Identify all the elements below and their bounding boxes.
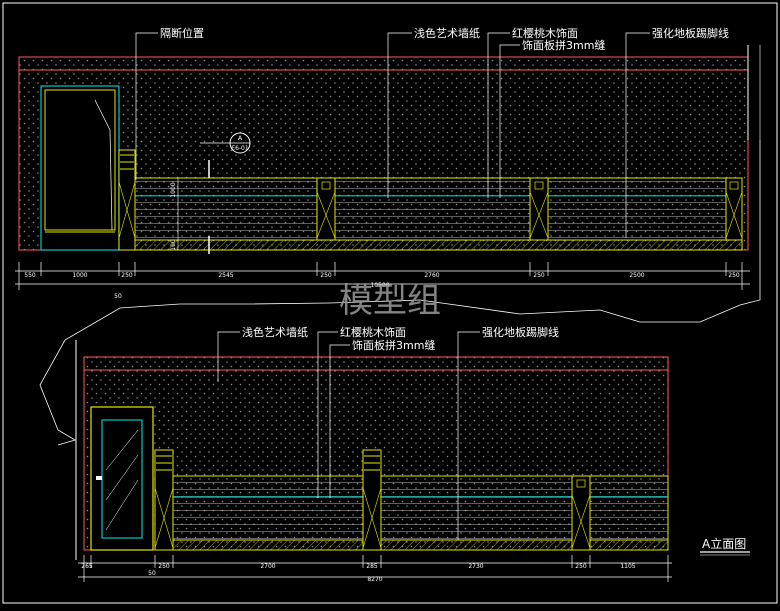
dim-label: 2545: [218, 272, 233, 279]
label-partition-position: 隔断位置: [160, 26, 204, 40]
dim-label: 2730: [468, 563, 483, 570]
section-marker-letter: A: [238, 135, 243, 142]
label-panel-joint: 饰面板拼3mm缝: [352, 338, 435, 352]
wood-post: [725, 177, 743, 241]
wood-post: [118, 149, 136, 251]
leader-lines: [217, 331, 480, 540]
drawing-title: A立面图: [702, 536, 746, 551]
break-connector: [39, 140, 761, 446]
wood-post: [529, 177, 549, 241]
wood-wainscot: [133, 177, 743, 241]
dim-total: 8270: [367, 576, 382, 583]
skirting-board: [171, 539, 669, 551]
dim-label: 2760: [424, 272, 439, 279]
dim-label: 250: [158, 563, 170, 570]
label-cherry-veneer: 红樱桃木饰面: [340, 325, 406, 339]
door: [40, 85, 120, 251]
dim-label: 250: [121, 272, 133, 279]
dim-sub: 50: [148, 570, 156, 577]
section-marker: A E6-01: [200, 132, 251, 154]
wood-post: [154, 449, 174, 551]
height-dim-1000: 1000: [170, 182, 177, 197]
label-wallpaper: 浅色艺术墙纸: [414, 26, 480, 40]
watermark: 模型组: [339, 281, 441, 321]
dim-label: 250: [533, 272, 545, 279]
wood-wainscot: [171, 475, 669, 541]
label-skirting: 强化地板踢脚线: [652, 26, 729, 40]
door-handle: [96, 476, 102, 480]
dim-label: 2500: [629, 272, 644, 279]
wood-post: [362, 449, 382, 551]
dim-sub: 50: [114, 293, 122, 300]
dim-label: 1105: [620, 563, 635, 570]
dim-label: 250: [320, 272, 332, 279]
leader-lines: [135, 32, 650, 238]
dim-label: 550: [24, 272, 36, 279]
elevation-top: A E6-01 1000 100 隔断位置 浅色艺术墙纸 红樱桃木饰面 饰面板拼…: [15, 26, 761, 300]
label-panel-joint: 饰面板拼3mm缝: [522, 38, 605, 52]
label-skirting: 强化地板踢脚线: [482, 325, 559, 339]
wood-post: [316, 177, 336, 241]
dim-label: 1000: [72, 272, 87, 279]
wood-post: [571, 475, 591, 551]
dim-label: 250: [728, 272, 740, 279]
skirting-board: [133, 239, 743, 251]
height-dim-100: 100: [170, 239, 177, 251]
label-wallpaper: 浅色艺术墙纸: [242, 325, 308, 339]
dimension-chain-top: [15, 262, 750, 290]
dim-label: 265: [81, 563, 93, 570]
label-cherry-veneer: 红樱桃木饰面: [512, 26, 578, 40]
dim-label: 250: [575, 563, 587, 570]
dim-label: 285: [366, 563, 378, 570]
dimension-chain-bottom: [78, 555, 672, 582]
section-marker-sheet: E6-01: [231, 145, 249, 152]
dim-label: 2700: [260, 563, 275, 570]
dim-total: 10500: [370, 282, 389, 289]
elevation-bottom: 浅色艺术墙纸 红樱桃木饰面 饰面板拼3mm缝 强化地板踢脚线 265 250 2…: [75, 325, 672, 583]
